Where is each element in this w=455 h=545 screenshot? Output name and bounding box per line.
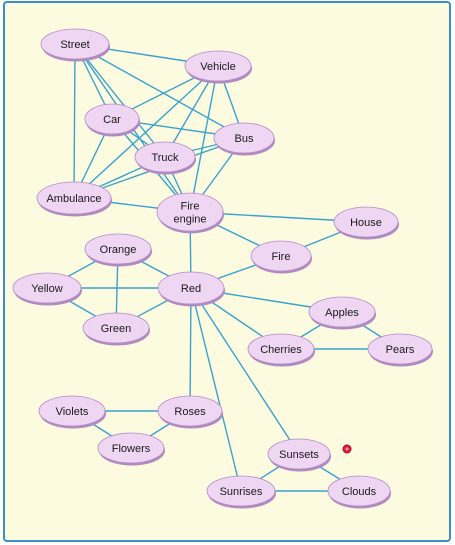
edge-vehicle-ambulance	[73, 65, 219, 199]
node-label: Car	[103, 114, 121, 126]
node-truck: Truck	[134, 141, 196, 175]
node-ellipse	[157, 271, 225, 305]
node-label: Orange	[100, 244, 137, 256]
node-layer: StreetVehicleCarBusTruckAmbulanceFireeng…	[12, 28, 433, 509]
node-violets: Violets	[38, 395, 106, 429]
node-ellipse	[206, 475, 276, 507]
node-ellipse	[327, 475, 391, 507]
edge-vehicle-fire-engine	[189, 65, 219, 213]
node-yellow: Yellow	[12, 272, 82, 306]
node-label: Clouds	[342, 486, 377, 498]
edge-street-ambulance	[73, 43, 76, 199]
node-label: Roses	[174, 406, 206, 418]
edge-red-sunrises	[190, 287, 242, 492]
node-ellipse	[157, 395, 223, 427]
node-fire: Fire	[250, 240, 312, 274]
node-ellipse	[12, 272, 82, 304]
node-ambulance: Ambulance	[36, 181, 112, 217]
node-apples: Apples	[308, 296, 376, 330]
node-ellipse	[250, 240, 312, 272]
edge-red-sunsets	[190, 287, 300, 455]
node-ellipse	[333, 206, 399, 238]
node-ellipse	[156, 192, 224, 232]
node-vehicle: Vehicle	[184, 50, 252, 84]
node-car: Car	[84, 103, 140, 137]
node-label: Bus	[235, 133, 254, 145]
node-ellipse	[40, 28, 110, 60]
node-label: Red	[181, 283, 201, 295]
node-sunsets: Sunsets	[267, 438, 331, 472]
node-ellipse	[267, 438, 331, 470]
node-cherries: Cherries	[247, 333, 315, 367]
node-label: Pears	[386, 344, 415, 356]
node-green: Green	[82, 312, 150, 346]
node-label: Apples	[325, 307, 359, 319]
node-label: Green	[101, 323, 132, 335]
node-label: House	[350, 217, 382, 229]
node-pears: Pears	[367, 333, 433, 367]
node-ellipse	[97, 432, 165, 464]
node-label: Violets	[56, 406, 89, 418]
node-house: House	[333, 206, 399, 240]
node-flowers: Flowers	[97, 432, 165, 466]
node-label: Yellow	[31, 283, 62, 295]
node-bus: Bus	[213, 122, 275, 156]
node-label: engine	[173, 214, 206, 226]
node-ellipse	[367, 333, 433, 365]
node-ellipse	[134, 141, 196, 173]
node-ellipse	[247, 333, 315, 365]
node-sunrises: Sunrises	[206, 475, 276, 509]
node-orange: Orange	[84, 233, 152, 267]
node-label: Sunrises	[220, 486, 263, 498]
node-clouds: Clouds	[327, 475, 391, 509]
edge-street-truck	[74, 43, 166, 158]
node-ellipse	[84, 103, 140, 135]
node-ellipse	[213, 122, 275, 154]
node-ellipse	[82, 312, 150, 344]
edge-street-bus	[74, 43, 245, 139]
node-ellipse	[36, 181, 112, 215]
node-label: Fire	[272, 251, 291, 263]
node-red: Red	[157, 271, 225, 307]
red-dot-marker	[342, 444, 352, 454]
node-label: Fire	[181, 201, 200, 213]
node-label: Street	[60, 39, 89, 51]
node-label: Truck	[151, 152, 179, 164]
node-ellipse	[184, 50, 252, 82]
node-label: Vehicle	[200, 61, 235, 73]
node-street: Street	[40, 28, 110, 62]
node-label: Cherries	[260, 344, 302, 356]
node-roses: Roses	[157, 395, 223, 429]
node-ellipse	[38, 395, 106, 427]
node-ellipse	[308, 296, 376, 328]
edge-red-roses	[189, 287, 192, 412]
node-label: Flowers	[112, 443, 151, 455]
node-ellipse	[84, 233, 152, 265]
node-label: Sunsets	[279, 449, 319, 461]
diagram-background	[3, 1, 451, 542]
node-label: Ambulance	[46, 193, 101, 205]
